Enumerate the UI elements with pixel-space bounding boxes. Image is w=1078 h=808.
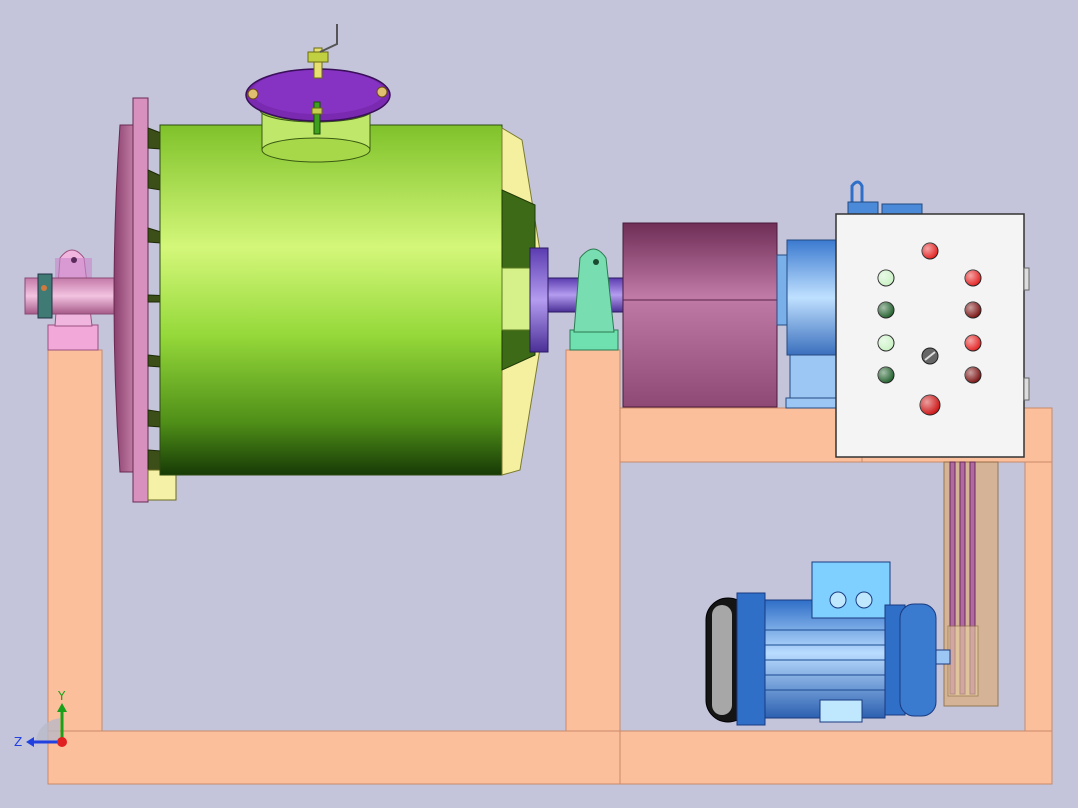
steel-frame[interactable] xyxy=(47,349,1053,785)
motor-terminal-box[interactable] xyxy=(811,561,891,619)
frame-leg-middle[interactable] xyxy=(565,349,621,733)
emergency-stop-button-highlight xyxy=(920,395,940,415)
lamp-red-top-highlight xyxy=(922,243,938,259)
hatch-clamp-left[interactable] xyxy=(247,88,259,100)
lamp-light-green-2-highlight xyxy=(878,335,894,351)
drum-end-cone-right[interactable] xyxy=(501,127,549,476)
gear-reducer[interactable] xyxy=(776,180,923,409)
control-panel[interactable] xyxy=(835,213,1030,458)
drum-inspection-hatch[interactable] xyxy=(245,24,391,163)
right-bearing-block[interactable] xyxy=(569,248,619,351)
lamp-dark-red-1-highlight xyxy=(965,302,981,318)
belt-guard[interactable] xyxy=(943,461,999,707)
electric-motor[interactable] xyxy=(705,561,951,726)
lamp-red-2-highlight xyxy=(965,335,981,351)
frame-base-beam[interactable] xyxy=(47,730,1053,785)
axis-y-label: Y xyxy=(57,689,66,703)
axis-triad: Y Z xyxy=(14,689,67,749)
frame-leg-left[interactable] xyxy=(47,349,103,733)
lamp-dark-green-2-highlight xyxy=(878,367,894,383)
selector-switch-handle xyxy=(924,351,936,361)
coupling-guard[interactable] xyxy=(622,222,778,408)
lamp-dark-red-2-highlight xyxy=(965,367,981,383)
lamp-light-green-1-highlight xyxy=(878,270,894,286)
lamp-red-1-highlight xyxy=(965,270,981,286)
drum-end-flange-left[interactable] xyxy=(113,97,177,503)
axis-z-label: Z xyxy=(14,735,22,749)
mill-drum[interactable] xyxy=(159,124,503,476)
hatch-clamp-right[interactable] xyxy=(376,86,388,98)
vent-valve[interactable] xyxy=(307,24,338,79)
lifting-eye-icon xyxy=(850,180,864,202)
lamp-dark-green-1-highlight xyxy=(878,302,894,318)
